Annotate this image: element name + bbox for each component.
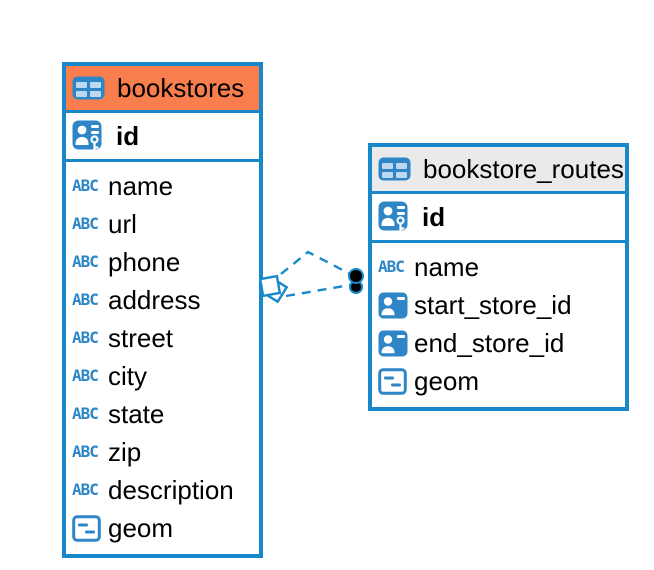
table-bookstore-routes[interactable]: bookstore_routes id xyxy=(368,143,629,411)
text-type-icon: ABC xyxy=(72,176,99,195)
relation-connector[interactable] xyxy=(246,230,381,325)
field-name: zip xyxy=(108,436,142,467)
field-name: id xyxy=(422,201,446,232)
field-name: name xyxy=(108,170,174,201)
field-list: ABC name ABC url ABC phone ABC address A… xyxy=(66,162,259,554)
table-header-bookstores[interactable]: bookstores xyxy=(66,66,259,113)
field-row[interactable]: ABC name xyxy=(66,167,259,205)
field-list: ABC name start_store_id xyxy=(372,243,625,407)
relation-dashed-lines[interactable] xyxy=(280,250,357,298)
field-name: url xyxy=(108,208,137,239)
table-name: bookstores xyxy=(117,72,245,103)
foreign-key-icon xyxy=(376,292,414,319)
geometry-type-icon xyxy=(376,367,414,395)
table-icon xyxy=(72,76,105,100)
table-bookstores[interactable]: bookstores id xyxy=(62,62,263,558)
field-row[interactable]: ABC description xyxy=(66,471,259,509)
field-row[interactable]: end_store_id xyxy=(372,324,625,362)
text-type-icon: ABC xyxy=(72,328,99,347)
geometry-type-icon xyxy=(70,514,108,542)
primary-key-icon xyxy=(376,201,414,234)
field-row[interactable]: ABC state xyxy=(66,395,259,433)
field-row[interactable]: ABC address xyxy=(66,281,259,319)
relation-squares-marker xyxy=(258,274,289,304)
text-type-icon: ABC xyxy=(72,214,99,233)
field-name: state xyxy=(108,398,165,429)
field-row[interactable]: ABC url xyxy=(66,205,259,243)
primary-key-row[interactable]: id xyxy=(372,194,625,243)
field-row[interactable]: start_store_id xyxy=(372,286,625,324)
field-name: address xyxy=(108,284,201,315)
text-type-icon: ABC xyxy=(378,257,405,276)
table-icon xyxy=(378,157,411,181)
primary-key-icon xyxy=(70,120,108,153)
text-type-icon: ABC xyxy=(72,252,99,271)
primary-key-row[interactable]: id xyxy=(66,113,259,162)
field-name: name xyxy=(414,251,480,282)
table-header-bookstore-routes[interactable]: bookstore_routes xyxy=(372,147,625,194)
table-name: bookstore_routes xyxy=(423,153,624,184)
text-type-icon: ABC xyxy=(72,290,99,309)
field-row[interactable]: geom xyxy=(372,362,625,400)
field-name: end_store_id xyxy=(414,327,565,358)
field-name: geom xyxy=(414,365,480,396)
field-row[interactable]: ABC phone xyxy=(66,243,259,281)
field-row[interactable]: ABC name xyxy=(372,248,625,286)
text-type-icon: ABC xyxy=(72,404,99,423)
foreign-key-icon xyxy=(376,330,414,357)
field-row[interactable]: geom xyxy=(66,509,259,547)
field-name: city xyxy=(108,360,147,391)
field-name: street xyxy=(108,322,174,353)
field-name: geom xyxy=(108,512,174,543)
text-type-icon: ABC xyxy=(72,442,99,461)
field-row[interactable]: ABC city xyxy=(66,357,259,395)
field-name: start_store_id xyxy=(414,289,572,320)
relation-dot-marker xyxy=(348,268,364,294)
field-name: description xyxy=(108,474,234,505)
field-row[interactable]: ABC zip xyxy=(66,433,259,471)
field-row[interactable]: ABC street xyxy=(66,319,259,357)
field-name: phone xyxy=(108,246,181,277)
text-type-icon: ABC xyxy=(72,366,99,385)
text-type-icon: ABC xyxy=(72,480,99,499)
field-name: id xyxy=(116,120,140,151)
